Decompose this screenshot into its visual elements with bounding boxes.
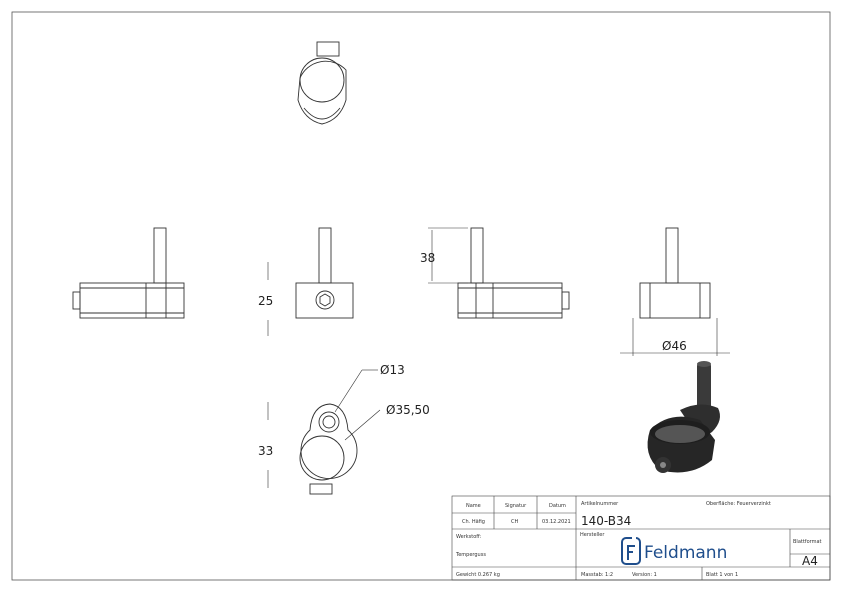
isometric-3d-view: [647, 361, 720, 473]
side-view-left: [72, 227, 185, 319]
signature-label: Signatur: [505, 503, 527, 509]
version: Version: 1: [632, 572, 657, 578]
sheet-number: Blatt 1 von 1: [706, 572, 738, 578]
name-label: Name: [466, 503, 481, 509]
title-block: [451, 495, 831, 581]
date-label: Datum: [549, 503, 566, 509]
top-view: [297, 41, 347, 125]
article-number: 140-B34: [581, 514, 631, 528]
article-label: Artikelnummer: [581, 501, 619, 507]
date-value: 03.12.2021: [542, 519, 571, 525]
manufacturer-label: Hersteller: [580, 532, 605, 538]
name-value: Ch. Häfig: [462, 519, 485, 525]
dimension-center-distance: 33: [258, 444, 273, 458]
side-view-right: [428, 227, 570, 319]
dimension-height-pin: 38: [420, 251, 435, 265]
signature-value: CH: [511, 519, 518, 525]
logo-text: Feldmann: [644, 543, 727, 563]
feldmann-logo: Feldmann: [621, 537, 727, 565]
dimension-hole-diameter: Ø13: [380, 363, 405, 377]
back-view: [620, 227, 730, 356]
sheet-format-label: Blattformat: [793, 539, 822, 545]
material-label: Werkstoff:: [456, 534, 482, 540]
dimension-outer-diameter: Ø46: [662, 339, 687, 353]
material-value: Temperguss: [455, 552, 486, 558]
sheet-format-value: A4: [802, 554, 818, 568]
dimension-ring-diameter: Ø35,50: [386, 403, 430, 417]
drawing-frame: [11, 11, 831, 581]
weight: Gewicht 0.267 kg: [456, 572, 500, 578]
scale: Masstab: 1:2: [581, 572, 613, 578]
dimension-height-body: 25: [258, 294, 273, 308]
surface: Oberfläche: Feuerverzinkt: [706, 501, 771, 507]
front-view: [267, 227, 354, 336]
bottom-view: [267, 369, 381, 495]
